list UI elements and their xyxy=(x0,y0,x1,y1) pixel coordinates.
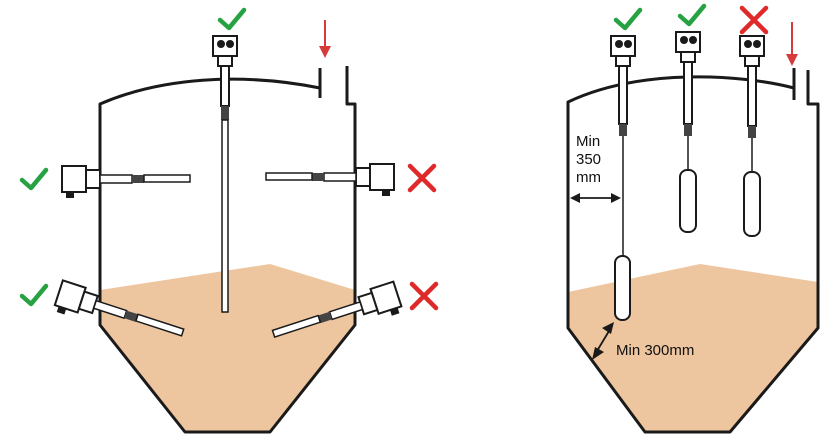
top-rod-probe xyxy=(212,35,238,313)
right-silo: Min 350 mm Min 300mm xyxy=(566,3,820,434)
min-300-dimension: Min 300mm xyxy=(592,322,694,360)
cross-icon xyxy=(739,5,769,35)
upper-right-side-probe xyxy=(265,163,395,196)
min-side-label-line-2: 350 xyxy=(576,151,601,168)
lower-right-angled-probe xyxy=(271,280,403,338)
check-icon xyxy=(19,283,49,307)
cable-probe-1 xyxy=(610,35,636,321)
check-icon xyxy=(19,167,49,191)
right-vessel-outline xyxy=(566,70,820,434)
cable-probe-2 xyxy=(675,31,701,233)
min-350-dimension: Min 350 mm xyxy=(570,133,621,203)
left-vessel-outline xyxy=(98,66,357,434)
cross-icon xyxy=(409,281,439,311)
min-side-label-line-3: mm xyxy=(576,169,601,186)
min-side-label-line-1: Min xyxy=(576,133,600,150)
inlet-arrow-icon xyxy=(319,20,331,58)
lower-left-angled-probe xyxy=(53,279,185,337)
left-silo xyxy=(19,7,439,434)
check-icon xyxy=(613,7,643,31)
left-material-fill xyxy=(100,264,355,432)
check-icon xyxy=(217,7,247,31)
cable-probe-3 xyxy=(739,35,765,237)
min-bottom-label: Min 300mm xyxy=(616,342,694,359)
check-icon xyxy=(677,3,707,27)
upper-left-side-probe xyxy=(61,165,191,198)
inlet-arrow-icon xyxy=(786,22,798,66)
cross-icon xyxy=(407,163,437,193)
